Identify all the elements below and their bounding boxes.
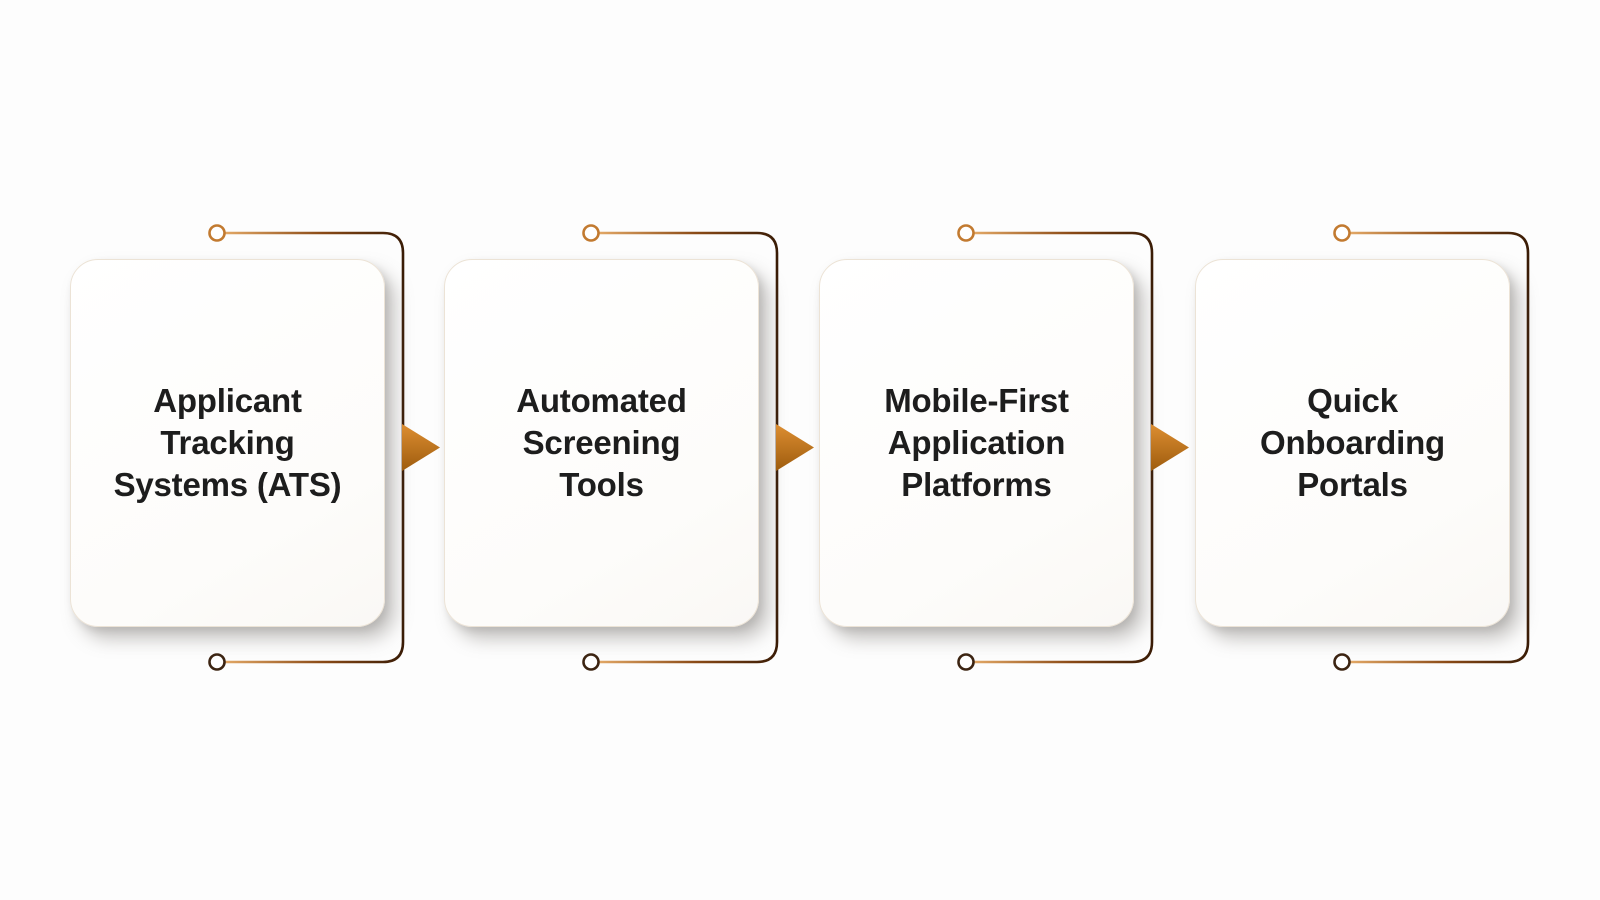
top-node-circle-icon bbox=[208, 224, 226, 242]
bottom-node-circle-icon bbox=[582, 653, 600, 671]
process-card: Mobile-First Application Platforms bbox=[819, 259, 1134, 627]
arrow-right-icon bbox=[402, 424, 440, 471]
top-node-circle-icon bbox=[957, 224, 975, 242]
arrow-right-icon bbox=[1151, 424, 1189, 471]
top-node-circle-icon bbox=[1333, 224, 1351, 242]
process-card: Applicant Tracking Systems (ATS) bbox=[70, 259, 385, 627]
flow-step-onboarding: Quick Onboarding Portals bbox=[1195, 0, 1575, 900]
top-node-circle-icon bbox=[582, 224, 600, 242]
process-card: Quick Onboarding Portals bbox=[1195, 259, 1510, 627]
card-label: Automated Screening Tools bbox=[516, 382, 687, 503]
card-label: Applicant Tracking Systems (ATS) bbox=[113, 382, 342, 503]
connector-bracket bbox=[1333, 224, 1530, 671]
bottom-node-circle-icon bbox=[1333, 653, 1351, 671]
bottom-node-circle-icon bbox=[957, 653, 975, 671]
flow-step-screening: Automated Screening Tools bbox=[444, 0, 824, 900]
card-label: Quick Onboarding Portals bbox=[1260, 382, 1445, 503]
connector-line bbox=[1350, 231, 1530, 664]
card-label: Mobile-First Application Platforms bbox=[884, 382, 1069, 503]
flow-step-ats: Applicant Tracking Systems (ATS) bbox=[70, 0, 450, 900]
arrow-right-icon bbox=[776, 424, 814, 471]
bottom-node-circle-icon bbox=[208, 653, 226, 671]
flow-step-mobile: Mobile-First Application Platforms bbox=[819, 0, 1199, 900]
process-card: Automated Screening Tools bbox=[444, 259, 759, 627]
